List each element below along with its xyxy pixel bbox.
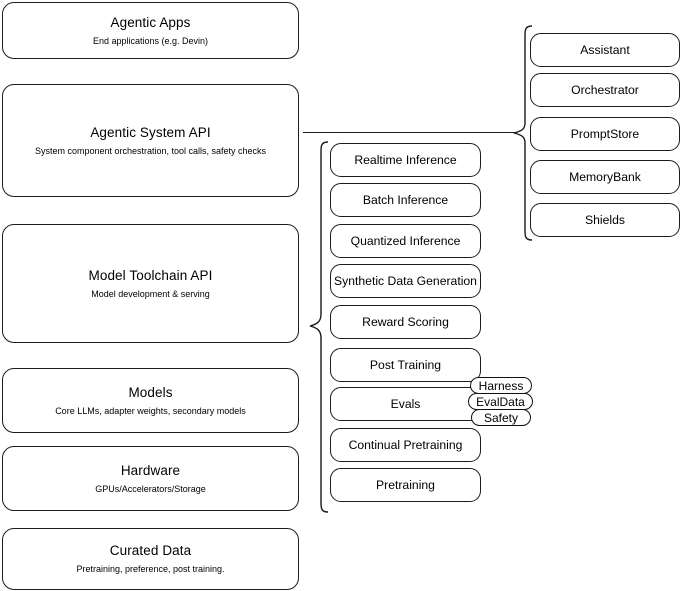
chip-label: Reward Scoring (362, 315, 449, 329)
evals-pill-evaldata[interactable]: EvalData (468, 393, 533, 410)
chip-label: Quantized Inference (350, 234, 461, 248)
layer-subtitle: GPUs/Accelerators/Storage (95, 483, 206, 494)
toolchain-chip-evals[interactable]: Evals (330, 387, 481, 421)
pill-label: Safety (483, 410, 519, 425)
layer-box-hardware[interactable]: Hardware GPUs/Accelerators/Storage (2, 446, 299, 511)
chip-label: Pretraining (376, 478, 435, 492)
agentic-chip-memorybank[interactable]: MemoryBank (530, 160, 680, 194)
layer-subtitle: System component orchestration, tool cal… (34, 145, 267, 156)
agentic-chip-shields[interactable]: Shields (530, 203, 680, 237)
layer-title: Agentic Apps (110, 14, 191, 30)
pill-label: Harness (478, 378, 524, 393)
layer-title: Curated Data (109, 543, 192, 558)
chip-label: PromptStore (570, 127, 640, 141)
layer-box-agentic-system-api[interactable]: Agentic System API System component orch… (2, 84, 299, 197)
brace-agentic-column (513, 25, 533, 241)
agentic-chip-assistant[interactable]: Assistant (530, 33, 680, 67)
brace-toolchain-column (309, 141, 329, 513)
evals-pill-harness[interactable]: Harness (470, 377, 532, 394)
chip-label: Batch Inference (362, 193, 449, 207)
toolchain-chip-quantized-inference[interactable]: Quantized Inference (330, 224, 481, 258)
chip-label: Evals (390, 397, 421, 411)
evals-pill-safety[interactable]: Safety (471, 409, 531, 426)
layer-box-models[interactable]: Models Core LLMs, adapter weights, secon… (2, 368, 299, 433)
layer-title: Models (128, 384, 173, 400)
chip-label: Assistant (580, 43, 630, 57)
toolchain-chip-synthetic-data-generation[interactable]: Synthetic Data Generation (330, 264, 481, 298)
layer-subtitle: Model development & serving (91, 288, 210, 299)
layer-box-curated-data[interactable]: Curated Data Pretraining, preference, po… (2, 528, 299, 590)
layer-box-model-toolchain-api[interactable]: Model Toolchain API Model development & … (2, 224, 299, 343)
layer-title: Model Toolchain API (88, 267, 213, 283)
layer-subtitle: End applications (e.g. Devin) (92, 35, 209, 46)
toolchain-chip-post-training[interactable]: Post Training (330, 348, 481, 382)
pill-label: EvalData (476, 394, 525, 409)
chip-label: Orchestrator (571, 83, 639, 97)
layer-subtitle: Pretraining, preference, post training. (76, 564, 225, 574)
layer-subtitle: Core LLMs, adapter weights, secondary mo… (55, 405, 246, 416)
connector-line-agentic-system (303, 132, 515, 134)
toolchain-chip-reward-scoring[interactable]: Reward Scoring (330, 305, 481, 339)
chip-label: Synthetic Data Generation (334, 274, 477, 288)
layer-title: Agentic System API (90, 124, 211, 140)
agentic-chip-promptstore[interactable]: PromptStore (530, 117, 680, 151)
layer-box-agentic-apps[interactable]: Agentic Apps End applications (e.g. Devi… (2, 2, 299, 59)
toolchain-chip-batch-inference[interactable]: Batch Inference (330, 183, 481, 217)
toolchain-chip-realtime-inference[interactable]: Realtime Inference (330, 143, 481, 177)
chip-label: Realtime Inference (354, 153, 457, 167)
agentic-chip-orchestrator[interactable]: Orchestrator (530, 73, 680, 107)
chip-label: Continual Pretraining (348, 438, 463, 452)
toolchain-chip-continual-pretraining[interactable]: Continual Pretraining (330, 428, 481, 462)
layer-title: Hardware (120, 462, 181, 478)
chip-label: Post Training (369, 358, 442, 372)
chip-label: Shields (585, 213, 625, 227)
toolchain-chip-pretraining[interactable]: Pretraining (330, 468, 481, 502)
chip-label: MemoryBank (569, 170, 641, 184)
